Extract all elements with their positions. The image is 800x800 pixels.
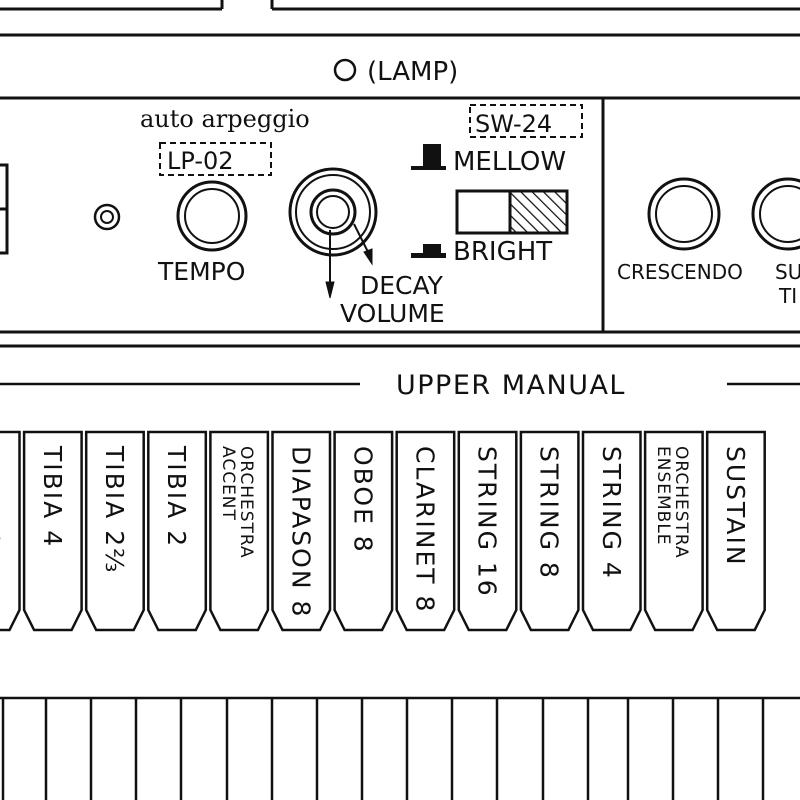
arpeggio-title: auto arpeggio: [140, 105, 310, 133]
lamp-label: (LAMP): [367, 57, 458, 87]
control-panel-frame: [0, 96, 800, 348]
crescendo-knob[interactable]: [647, 177, 721, 251]
pilot-indicator: [93, 203, 121, 231]
stop-tab[interactable]: STRING 8: [519, 430, 580, 632]
stop-tab[interactable]: TIBIA 2: [147, 430, 208, 632]
sw24-code-box: [469, 104, 583, 138]
partial-knob[interactable]: [751, 177, 800, 251]
stop-tab-label: STRING 4: [597, 446, 626, 580]
stop-tab-label: TIBIA 2⅔: [100, 445, 129, 574]
mellow-label: MELLOW: [453, 147, 566, 177]
stop-tab-shape[interactable]: [271, 430, 332, 632]
tempo-label: TEMPO: [157, 257, 245, 286]
stop-tab-shape[interactable]: [22, 430, 83, 632]
volume-label: VOLUME: [340, 299, 445, 328]
stop-tab-label: CLARINET 8: [410, 446, 439, 613]
stop-tab-label: ENSEMBLE: [653, 446, 673, 546]
bright-label: BRIGHT: [453, 237, 552, 267]
crescendo-label: CRESCENDO: [617, 260, 743, 284]
stop-tab-label: ACCENT: [218, 446, 238, 521]
tempo-knob[interactable]: [176, 180, 248, 252]
stop-tab[interactable]: SUSTAIN: [705, 430, 766, 632]
stop-tab[interactable]: TIBIA 2⅔: [84, 430, 145, 632]
stop-tab[interactable]: TIBIA 8: [0, 430, 21, 632]
partial-label-1: SU: [775, 260, 800, 284]
stop-tab-shape[interactable]: [209, 430, 270, 632]
sw24-code: SW-24: [475, 110, 552, 138]
stop-tab-shape[interactable]: [0, 430, 21, 632]
stop-tab-label: STRING 8: [535, 446, 564, 580]
stop-tab-label: STRING 16: [473, 446, 502, 598]
stop-tab[interactable]: TIBIA 4: [22, 430, 83, 632]
stop-tab-shape[interactable]: [643, 430, 704, 632]
manual-title: UPPER MANUAL: [396, 370, 626, 401]
keyboard-keys: [1, 698, 765, 800]
stop-tab-label: TIBIA 8: [0, 445, 5, 548]
stop-tab[interactable]: CLARINET 8: [395, 430, 456, 632]
stop-tab-shape[interactable]: [519, 430, 580, 632]
mellow-position-icon: [411, 144, 446, 170]
stop-tab-shape[interactable]: [147, 430, 208, 632]
stop-tab-label: DIAPASON 8: [286, 446, 315, 618]
stop-tab[interactable]: OBOE 8: [333, 430, 394, 632]
stop-tab-shape[interactable]: [457, 430, 518, 632]
decay-label: DECAY: [360, 271, 444, 300]
bright-position-icon: [411, 244, 446, 258]
stop-tab-shape[interactable]: [705, 430, 766, 632]
stop-tab-label: ORCHESTRA: [671, 446, 691, 559]
stop-tab-label: SUSTAIN: [721, 446, 750, 567]
partial-label-2: TI: [778, 284, 797, 308]
stop-tab-shape[interactable]: [333, 430, 394, 632]
lp02-code-box: [159, 142, 272, 176]
top-frame: [0, 0, 800, 37]
mellow-bright-rocker-switch[interactable]: [455, 189, 569, 235]
stop-tab[interactable]: STRING 4: [581, 430, 642, 632]
lamp-indicator: [333, 58, 357, 82]
stop-tab-shape[interactable]: [581, 430, 642, 632]
stop-tab-label: TIBIA 4: [38, 445, 67, 548]
decay-volume-knob[interactable]: [288, 167, 378, 299]
stop-tab[interactable]: STRING 16: [457, 430, 518, 632]
stop-tab-shape[interactable]: [84, 430, 145, 632]
stop-tab-label: OBOE 8: [348, 446, 377, 554]
lp02-code: LP-02: [167, 147, 234, 175]
stop-tab[interactable]: DIAPASON 8: [271, 430, 332, 632]
stop-tab-shape[interactable]: [395, 430, 456, 632]
stop-tab-label: TIBIA 2: [162, 445, 191, 548]
stop-tab-label: ORCHESTRA: [236, 446, 256, 559]
